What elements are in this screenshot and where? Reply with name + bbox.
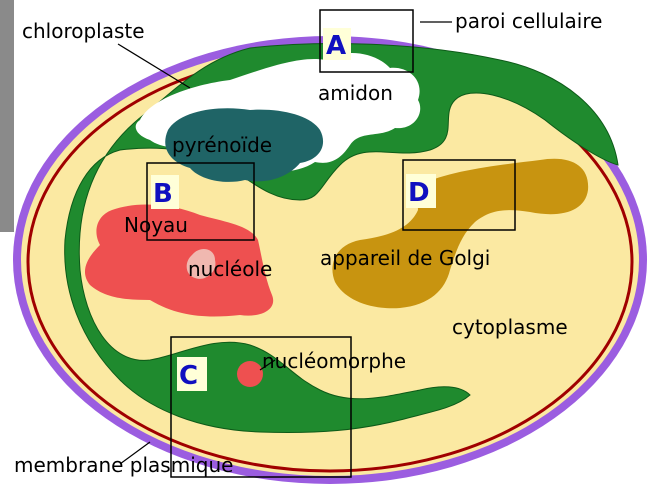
label-paroi-cellulaire: paroi cellulaire: [455, 9, 602, 33]
nucleomorph: [237, 361, 263, 387]
label-membrane-plasmique: membrane plasmique: [14, 453, 233, 477]
box-b-letter: B: [153, 179, 173, 209]
box-d-letter: D: [408, 178, 430, 208]
label-appareil-golgi: appareil de Golgi: [320, 246, 490, 270]
label-cytoplasme: cytoplasme: [452, 315, 568, 339]
label-nucleomorphe: nucléomorphe: [262, 349, 406, 373]
box-c-letter: C: [179, 361, 198, 391]
box-a-letter: A: [326, 31, 346, 61]
label-chloroplaste: chloroplaste: [22, 19, 145, 43]
label-nucleole: nucléole: [188, 257, 272, 281]
label-amidon: amidon: [318, 81, 393, 105]
label-noyau: Noyau: [124, 213, 188, 237]
photo-fragment: [0, 0, 14, 232]
label-pyrenoide: pyrénoïde: [172, 133, 272, 157]
